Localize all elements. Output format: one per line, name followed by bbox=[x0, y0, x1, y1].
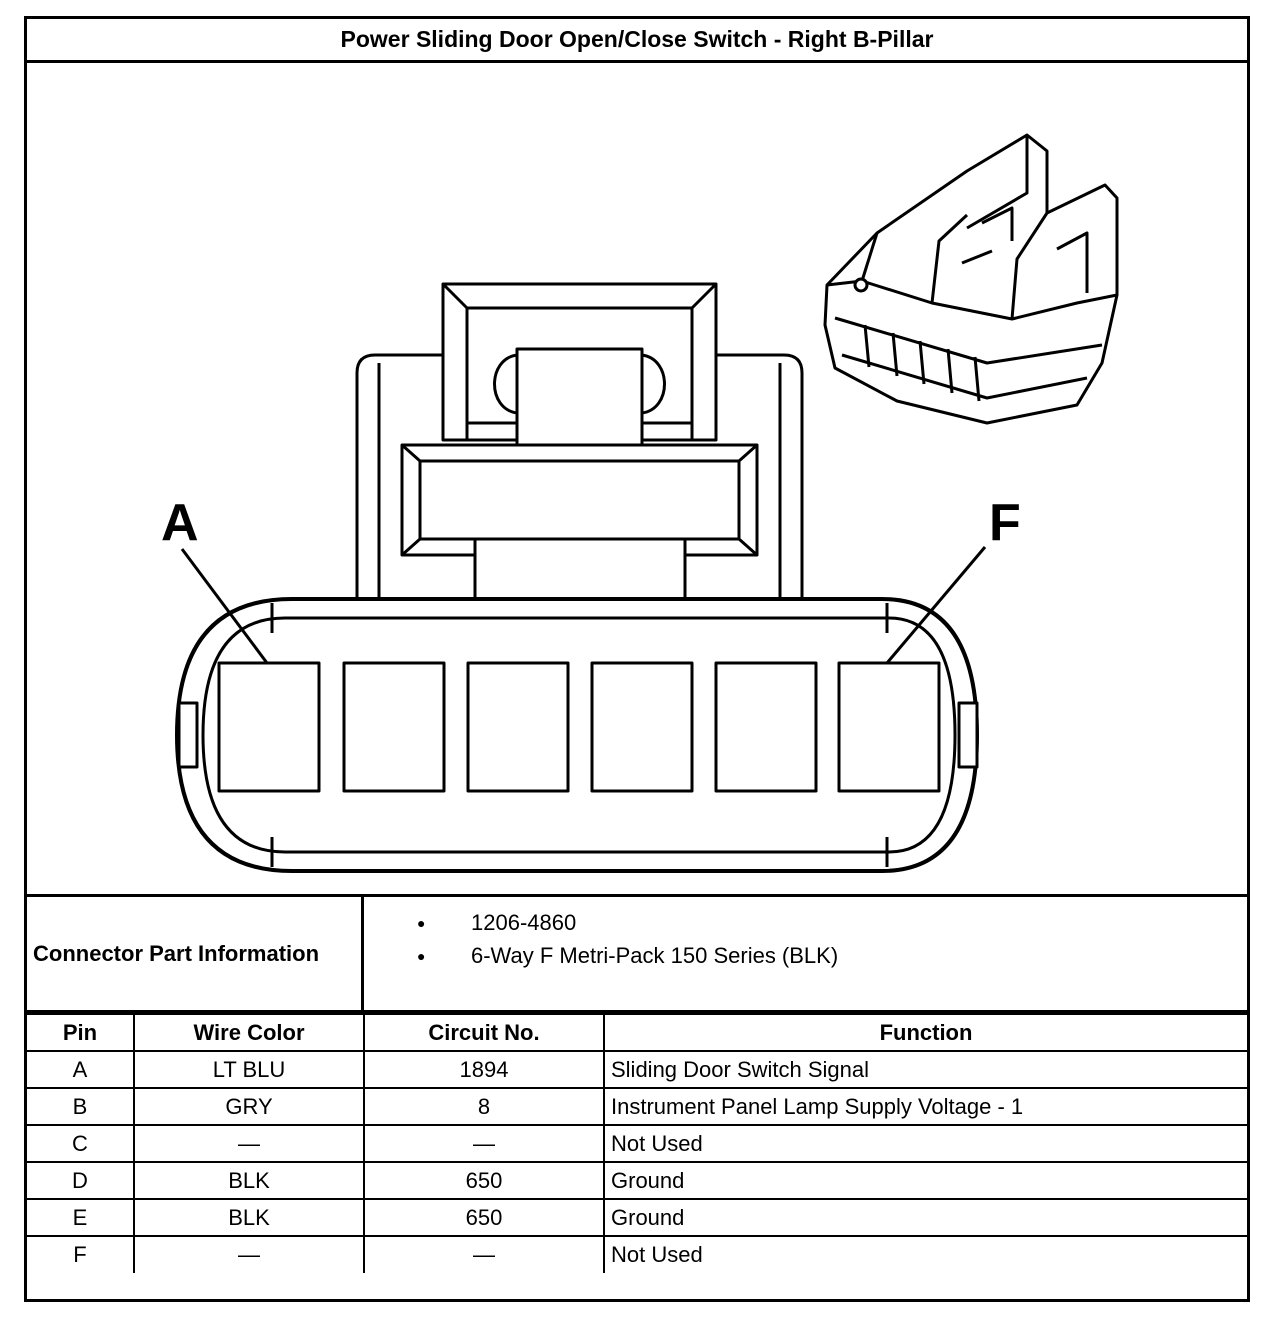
function-cell: Sliding Door Switch Signal bbox=[603, 1050, 1247, 1089]
table-row: F — — Not Used bbox=[27, 1235, 1247, 1273]
pin-cell: D bbox=[27, 1161, 135, 1200]
wire-color-cell: LT BLU bbox=[133, 1050, 365, 1089]
pin-cell: C bbox=[27, 1124, 135, 1163]
connector-series: 6-Way F Metri-Pack 150 Series (BLK) bbox=[417, 942, 838, 975]
cavity-f bbox=[837, 661, 941, 793]
circuit-cell: — bbox=[363, 1124, 605, 1163]
function-cell: Instrument Panel Lamp Supply Voltage - 1 bbox=[603, 1087, 1247, 1126]
table-row: D BLK 650 Ground bbox=[27, 1161, 1247, 1200]
mating-face bbox=[175, 597, 979, 873]
pin-table: Pin Wire Color Circuit No. Function A LT… bbox=[27, 1013, 1247, 1273]
circuit-cell: 1894 bbox=[363, 1050, 605, 1089]
header-function: Function bbox=[603, 1013, 1247, 1051]
circuit-cell: 650 bbox=[363, 1198, 605, 1237]
circuit-cell: 650 bbox=[363, 1161, 605, 1200]
pin-table-header: Pin Wire Color Circuit No. Function bbox=[27, 1013, 1247, 1051]
part-number: 1206-4860 bbox=[417, 909, 838, 942]
cross-bar bbox=[400, 443, 759, 611]
wire-color-cell: BLK bbox=[133, 1198, 365, 1237]
pin-cell: A bbox=[27, 1050, 135, 1089]
circuit-cell: — bbox=[363, 1235, 605, 1273]
pin-cell: B bbox=[27, 1087, 135, 1126]
cavity-b bbox=[342, 661, 446, 793]
connector-face-svg: A F bbox=[161, 133, 1119, 873]
table-row: C — — Not Used bbox=[27, 1124, 1247, 1163]
function-cell: Ground bbox=[603, 1161, 1247, 1200]
cavity-a bbox=[217, 661, 321, 793]
function-cell: Ground bbox=[603, 1198, 1247, 1237]
header-wire-color: Wire Color bbox=[133, 1013, 365, 1051]
table-row: E BLK 650 Ground bbox=[27, 1198, 1247, 1237]
table-row: A LT BLU 1894 Sliding Door Switch Signal bbox=[27, 1050, 1247, 1089]
wire-color-cell: — bbox=[133, 1235, 365, 1273]
header-pin: Pin bbox=[27, 1013, 135, 1051]
cavity-d bbox=[590, 661, 694, 793]
connector-drawing: A F bbox=[27, 63, 1247, 894]
connector-iso-view bbox=[823, 133, 1119, 425]
function-cell: Not Used bbox=[603, 1124, 1247, 1163]
cavity-c bbox=[466, 661, 570, 793]
leader-line-a bbox=[180, 548, 269, 664]
page-title: Power Sliding Door Open/Close Switch - R… bbox=[27, 19, 1247, 63]
table-row: B GRY 8 Instrument Panel Lamp Supply Vol… bbox=[27, 1087, 1247, 1126]
cavity-e bbox=[714, 661, 818, 793]
wire-color-cell: BLK bbox=[133, 1161, 365, 1200]
wire-color-cell: — bbox=[133, 1124, 365, 1163]
connector-part-info: Connector Part Information 1206-4860 6-W… bbox=[27, 894, 1247, 1013]
leader-line-f bbox=[885, 546, 987, 664]
pin-label-a: A bbox=[161, 494, 199, 552]
connector-sheet: Power Sliding Door Open/Close Switch - R… bbox=[24, 16, 1250, 1302]
wire-color-cell: GRY bbox=[133, 1087, 365, 1126]
header-circuit-no: Circuit No. bbox=[363, 1013, 605, 1051]
connector-housing bbox=[355, 353, 804, 608]
connector-part-info-list: 1206-4860 6-Way F Metri-Pack 150 Series … bbox=[417, 909, 838, 975]
latch-block bbox=[441, 282, 718, 447]
pin-cell: F bbox=[27, 1235, 135, 1273]
circuit-cell: 8 bbox=[363, 1087, 605, 1126]
connector-part-info-label: Connector Part Information bbox=[27, 897, 364, 1010]
pin-label-f: F bbox=[989, 494, 1021, 552]
pin-cell: E bbox=[27, 1198, 135, 1237]
function-cell: Not Used bbox=[603, 1235, 1247, 1273]
